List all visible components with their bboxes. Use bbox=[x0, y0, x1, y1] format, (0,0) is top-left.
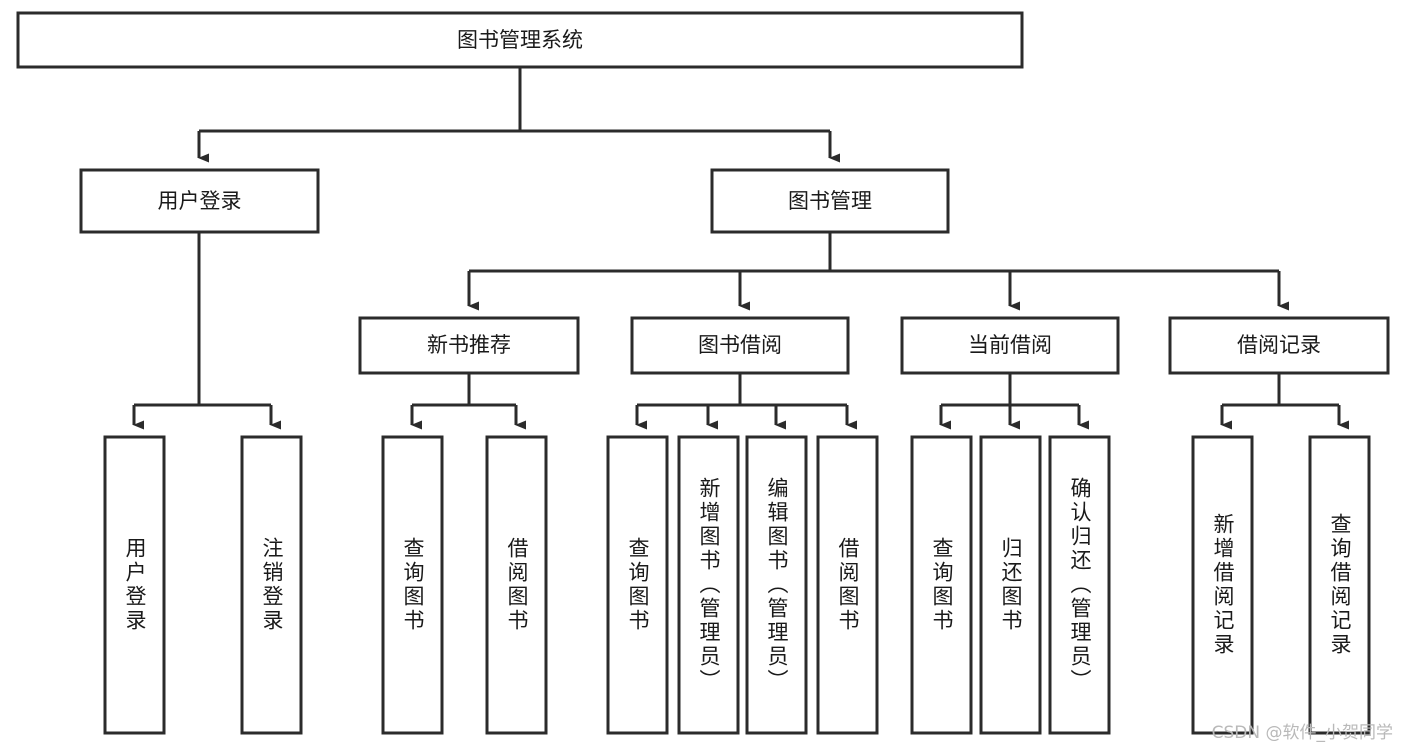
node-book-borrow-label: 图书借阅 bbox=[698, 333, 782, 357]
node-new-book-recommend[interactable]: 新书推荐 bbox=[358, 316, 580, 375]
node-root-box[interactable] bbox=[16, 11, 1024, 69]
node-book-borrow-box[interactable] bbox=[630, 316, 850, 375]
connector-group-book-manage bbox=[467, 232, 1289, 311]
leaf-box-borrow-record-0[interactable] bbox=[1191, 435, 1254, 735]
node-book-manage[interactable]: 图书管理 bbox=[710, 168, 950, 234]
node-book-borrow[interactable]: 图书借阅 bbox=[630, 316, 850, 375]
node-book-manage-label: 图书管理 bbox=[788, 189, 872, 213]
connector-group-user-login bbox=[132, 232, 281, 430]
leaf-box-new-book-0[interactable] bbox=[381, 435, 444, 735]
node-user-login[interactable]: 用户登录 bbox=[79, 168, 320, 234]
leaf-box-book-borrow-3[interactable] bbox=[816, 435, 879, 735]
csdn-watermark: CSDN @软件_小贺同学 bbox=[1211, 723, 1393, 743]
connector-group-book-borrow bbox=[635, 373, 857, 430]
node-user-login-label: 用户登录 bbox=[158, 189, 242, 213]
node-new-book-recommend-label: 新书推荐 bbox=[427, 333, 511, 357]
leaf-box-new-book-1[interactable] bbox=[485, 435, 548, 735]
leaf-box-user-login-0[interactable] bbox=[103, 435, 166, 735]
node-current-borrow[interactable]: 当前借阅 bbox=[900, 316, 1120, 375]
node-current-borrow-box[interactable] bbox=[900, 316, 1120, 375]
connector-group-current-borrow bbox=[939, 373, 1089, 430]
node-current-borrow-label: 当前借阅 bbox=[968, 333, 1052, 357]
leaf-box-current-borrow-0[interactable] bbox=[910, 435, 973, 735]
node-borrow-record-box[interactable] bbox=[1168, 316, 1390, 375]
node-borrow-record-label: 借阅记录 bbox=[1237, 333, 1321, 357]
leaf-box-book-borrow-0[interactable] bbox=[606, 435, 669, 735]
node-root-system[interactable]: 图书管理系统 bbox=[16, 11, 1024, 69]
node-root-label: 图书管理系统 bbox=[457, 28, 583, 52]
node-new-book-recommend-box[interactable] bbox=[358, 316, 580, 375]
connector-group-root bbox=[197, 67, 840, 163]
leaf-box-book-borrow-1[interactable] bbox=[677, 435, 740, 735]
leaf-box-borrow-record-1[interactable] bbox=[1308, 435, 1371, 735]
node-user-login-box[interactable] bbox=[79, 168, 320, 234]
leaf-box-current-borrow-1[interactable] bbox=[979, 435, 1042, 735]
connector-group-new-book bbox=[410, 373, 526, 430]
leaf-box-current-borrow-2[interactable] bbox=[1048, 435, 1111, 735]
leaf-box-book-borrow-2[interactable] bbox=[745, 435, 808, 735]
node-book-manage-box[interactable] bbox=[710, 168, 950, 234]
leaf-box-user-login-1[interactable] bbox=[240, 435, 303, 735]
connector-group-borrow-record bbox=[1220, 373, 1349, 430]
node-borrow-record[interactable]: 借阅记录 bbox=[1168, 316, 1390, 375]
